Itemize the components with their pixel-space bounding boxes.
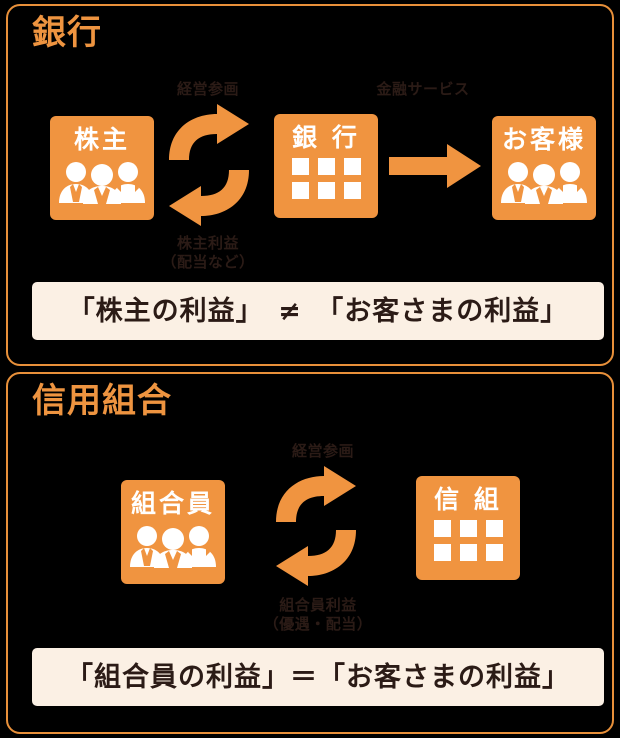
flow-label-member-profit-line2: （優遇・配当）: [263, 614, 373, 633]
flow-label-member-profit: 組合員利益 （優遇・配当）: [246, 596, 390, 634]
section-bank-title: 銀行: [32, 13, 102, 53]
flow-label-management-participation: 経営参画: [291, 442, 354, 460]
flow-label-shareholder-profit: 株主利益 （配当など）: [139, 234, 277, 272]
tile-bank: 銀 行: [274, 114, 378, 218]
tile-customers: お客様: [492, 116, 596, 220]
banner-credit-union-conclusion-text: 「組合員の利益」＝「お客さまの利益」: [66, 661, 570, 693]
people-group-icon: [126, 522, 220, 572]
section-bank: 銀行 経営参画 金融サービス 株主: [6, 4, 614, 366]
tile-bank-label: 銀 行: [292, 123, 360, 152]
curved-arrow-left-icon: [163, 166, 255, 232]
curved-arrow-right-icon: [163, 102, 255, 168]
tile-shareholders-label: 株主: [73, 125, 130, 154]
tile-members: 組合員: [121, 480, 225, 584]
flow-label-shareholder-profit-line2: （配当など）: [161, 252, 255, 271]
tile-shareholders: 株主: [50, 116, 154, 220]
people-group-icon: [55, 158, 149, 208]
flow-label-shareholder-profit-line1: 株主利益: [176, 234, 239, 252]
people-group-icon: [497, 158, 591, 208]
banner-bank-conclusion: 「株主の利益」 ≠ 「お客さまの利益」: [32, 282, 604, 340]
bank-building-icon: [286, 156, 366, 206]
section-credit-union: 信用組合 経営参画 組合員: [6, 372, 614, 734]
curved-arrow-right-icon: [270, 464, 362, 530]
curved-arrow-left-icon: [270, 526, 362, 592]
bank-building-icon: [428, 518, 508, 568]
banner-bank-conclusion-text: 「株主の利益」 ≠ 「お客さまの利益」: [67, 295, 569, 327]
flow-label-member-profit-line1: 組合員利益: [279, 596, 357, 614]
tile-credit-union: 信 組: [416, 476, 520, 580]
tile-credit-union-label: 信 組: [434, 485, 502, 514]
section-credit-union-title: 信用組合: [32, 381, 172, 421]
flow-label-management-participation: 経営参画: [176, 80, 239, 98]
banner-credit-union-conclusion: 「組合員の利益」＝「お客さまの利益」: [32, 648, 604, 706]
arrow-right-icon: [389, 144, 481, 192]
tile-members-label: 組合員: [130, 489, 215, 518]
flow-label-financial-services: 金融サービス: [376, 80, 470, 98]
tile-customers-label: お客様: [501, 125, 586, 154]
